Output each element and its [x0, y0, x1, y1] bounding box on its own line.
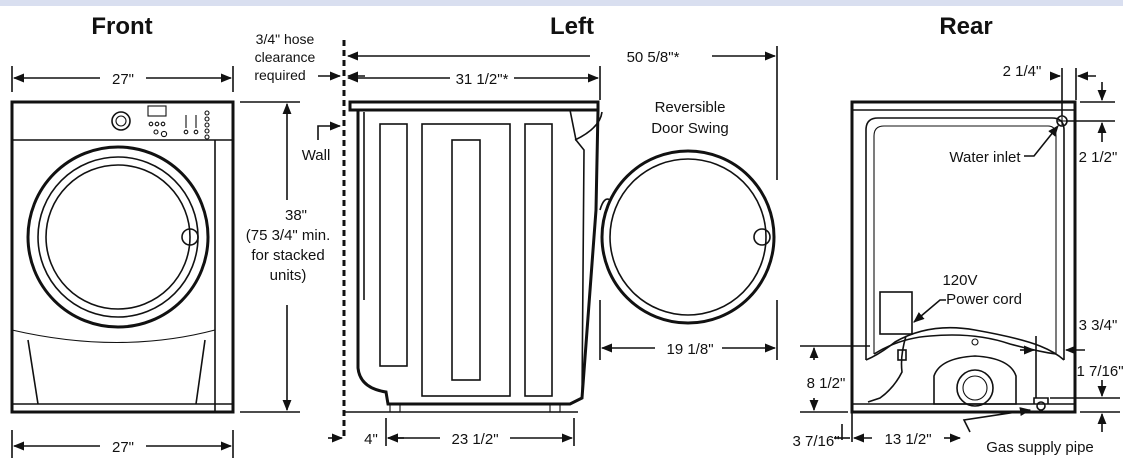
front-view: 27" 27"	[10, 66, 235, 458]
cord-label: Power cord	[946, 291, 1022, 308]
hose-clearance-line1: 3/4" hose	[256, 31, 315, 47]
gas-height: 8 1/2"	[807, 375, 846, 392]
body-depth: 31 1/2"*	[456, 71, 509, 88]
cord-voltage: 120V	[942, 272, 977, 289]
door-depth: 19 1/8"	[666, 341, 713, 358]
door-swing-line2: Door Swing	[651, 120, 729, 137]
water-inlet-label: Water inlet	[949, 149, 1021, 166]
inlet-side-offset: 2 1/4"	[1003, 63, 1042, 80]
cord-side-offset: 3 3/4"	[1079, 317, 1118, 334]
height-line3: for stacked	[251, 247, 324, 264]
door-swing-line1: Reversible	[655, 99, 726, 116]
inlet-top-offset: 2 1/2"	[1079, 149, 1118, 166]
overall-depth: 50 5/8"*	[627, 49, 680, 66]
height-line2: (75 3/4" min.	[246, 227, 331, 244]
height-line1: 38"	[285, 207, 307, 224]
foot-offset: 4"	[364, 431, 378, 448]
height-line4: units)	[270, 267, 307, 284]
hose-clearance-line3: required	[254, 67, 305, 83]
rear-view: 2 1/4" 2 1/2" Water inlet 120V Power cor…	[792, 63, 1123, 456]
hose-clearance-line2: clearance	[255, 49, 316, 65]
wall-label: Wall	[302, 147, 331, 164]
gas-bottom-offset: 1 7/16"	[1076, 363, 1123, 380]
front-bottom-width: 27"	[112, 439, 134, 456]
front-top-width: 27"	[112, 71, 134, 88]
front-view-title: Front	[91, 13, 152, 40]
left-bottom-offset: 3 7/16"	[792, 433, 839, 450]
rear-view-title: Rear	[939, 13, 992, 40]
gas-pipe-label: Gas supply pipe	[986, 439, 1094, 456]
foot-span: 23 1/2"	[451, 431, 498, 448]
left-view: 3/4" hose clearance required Wall 38" (7…	[240, 31, 778, 448]
gas-span: 13 1/2"	[884, 431, 931, 448]
header-band	[0, 0, 1123, 6]
left-view-title: Left	[550, 13, 594, 40]
